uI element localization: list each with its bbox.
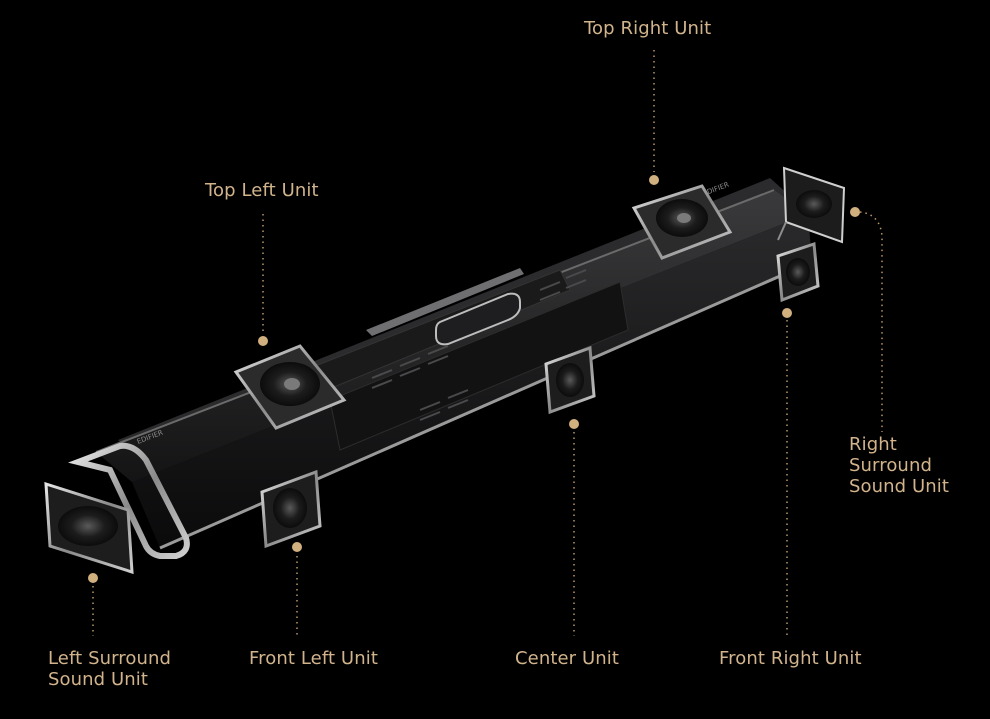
dot-left-surround xyxy=(88,573,98,583)
dot-front-left xyxy=(292,542,302,552)
dot-center xyxy=(569,419,579,429)
right-surround-driver xyxy=(777,166,846,244)
leader-right-surround xyxy=(859,211,883,432)
label-right-surround-sound-unit: Right Surround Sound Unit xyxy=(849,434,950,497)
label-front-right-unit: Front Right Unit xyxy=(719,648,862,669)
leader-dots xyxy=(88,175,860,583)
dot-right-surround xyxy=(850,207,860,217)
dot-front-right xyxy=(782,308,792,318)
leader-lines xyxy=(92,50,883,636)
top-left-driver xyxy=(233,344,347,430)
dot-top-left xyxy=(258,336,268,346)
center-driver xyxy=(544,345,596,415)
top-right-driver xyxy=(631,184,733,260)
label-left-surround-sound-unit: Left Surround Sound Unit xyxy=(48,648,172,690)
front-left-driver xyxy=(260,469,322,549)
left-surround-driver xyxy=(44,481,134,575)
label-top-left-unit: Top Left Unit xyxy=(205,180,319,201)
label-front-left-unit: Front Left Unit xyxy=(249,648,378,669)
front-right-driver xyxy=(776,241,820,303)
label-center-unit: Center Unit xyxy=(515,648,620,669)
vent-grille xyxy=(371,269,587,421)
dot-top-right xyxy=(649,175,659,185)
label-top-right-unit: Top Right Unit xyxy=(584,18,712,39)
